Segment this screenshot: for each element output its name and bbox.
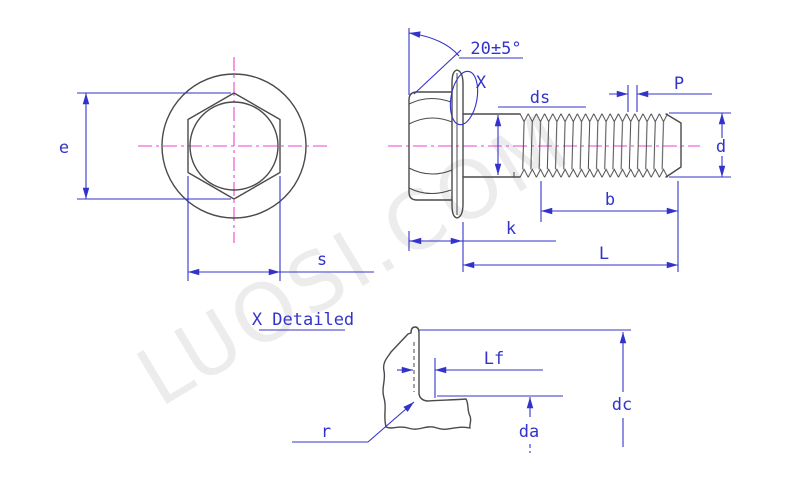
dim-da-label: da (519, 422, 539, 442)
dim-p-label: P (674, 74, 684, 94)
dim-lf: Lf (397, 349, 543, 398)
dim-p: P (609, 74, 712, 112)
dim-ds: ds (494, 88, 586, 175)
dim-angle-label: 20±5° (470, 39, 521, 59)
detail-callout-label: X (476, 73, 487, 93)
front-view: e s (59, 57, 374, 281)
washer-face-circle (189, 101, 279, 191)
dim-angle: 20±5° (408, 28, 523, 95)
dim-k-label: k (506, 219, 516, 239)
dim-b-label: b (605, 190, 615, 210)
dim-da: da (519, 397, 539, 453)
dim-lf-label: Lf (484, 349, 504, 369)
dim-angle-ref-line (413, 49, 462, 95)
dim-ds-label: ds (530, 88, 550, 108)
dim-k: k (408, 219, 556, 251)
dim-d-label: d (716, 137, 726, 157)
thread-pattern (520, 113, 668, 178)
bolt-head-outline (408, 91, 453, 201)
dim-d: d (669, 112, 731, 178)
bolt-head-face-arc-4 (408, 187, 452, 194)
dim-b: b (540, 181, 679, 272)
hex-outline (187, 92, 281, 200)
detail-flange-edge (382, 326, 472, 430)
dim-dc: dc (612, 332, 632, 447)
side-view: 20±5° X ds P d (388, 28, 731, 272)
dim-r-leader (367, 401, 415, 443)
dim-r-label: r (321, 422, 331, 442)
detail-callout-ellipse (449, 70, 479, 126)
dim-l-label: L (599, 244, 609, 264)
bolt-head-face-arc-2 (408, 117, 453, 125)
dim-s-label: s (317, 250, 327, 270)
bolt-head-face-arc-3 (408, 167, 453, 175)
dim-r: r (292, 401, 415, 443)
dim-l: L (462, 222, 678, 272)
detail-view: X Detailed Lf da dc (252, 310, 632, 453)
dim-e: e (59, 92, 231, 200)
dim-angle-arc (408, 31, 460, 57)
watermark-text: LUOSI.COM (122, 94, 586, 424)
flange-circle (161, 73, 307, 219)
bolt-head-face-arc-1 (408, 98, 452, 105)
detail-callout: X (449, 70, 487, 126)
thread-end-chamfer (665, 113, 682, 178)
dim-e-label: e (59, 138, 69, 158)
detail-title: X Detailed (252, 310, 354, 330)
dim-dc-label: dc (612, 395, 632, 415)
dim-s: s (187, 176, 374, 281)
flange-profile (451, 69, 464, 219)
